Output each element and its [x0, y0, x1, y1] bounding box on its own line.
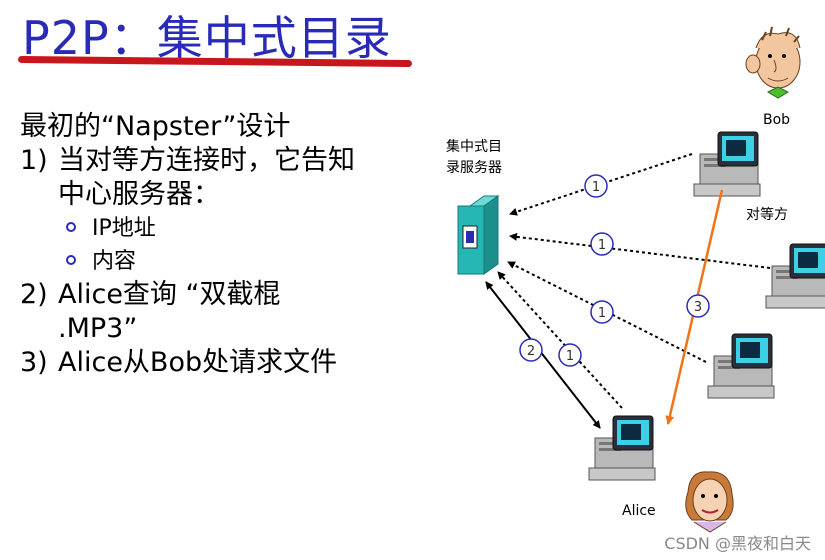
register-arrow: [509, 153, 693, 216]
watermark-text: CSDN @黑夜和白天: [664, 534, 811, 553]
register-arrow: [509, 232, 771, 269]
bullet-number: 3): [20, 347, 48, 378]
step-marker: 2: [519, 338, 543, 362]
bob-computer-icon: [693, 131, 761, 197]
bullet-item-1: 1) 当对等方连接时，它告知 中心服务器：: [20, 144, 420, 212]
peer-computer-icon: [707, 333, 775, 399]
alice-label: Alice: [622, 503, 656, 519]
directory-server-icon: [457, 195, 500, 275]
sub-bullet-text: 内容: [92, 249, 137, 274]
svg-text:2: 2: [527, 344, 535, 359]
step-marker: 3: [686, 294, 710, 318]
bullet-text: Alice查询 “双截棍: [58, 279, 281, 310]
step-marker: 1: [558, 343, 582, 367]
circle-bullet-icon: [66, 255, 76, 265]
svg-text:1: 1: [598, 238, 606, 253]
bullet-item-2: 2) Alice查询 “双截棍 .MP3”: [20, 278, 420, 346]
peer-computer-icon: [765, 243, 825, 309]
bullet-number: 2): [20, 279, 48, 310]
step-marker: 1: [584, 174, 608, 198]
bob-label: Bob: [763, 112, 790, 128]
step-marker: 1: [590, 300, 614, 324]
sub-bullet-content: 内容: [20, 245, 420, 278]
sub-bullet-ip: IP地址: [20, 212, 420, 245]
bob-avatar-icon: [745, 26, 801, 99]
circle-bullet-icon: [66, 222, 76, 232]
server-label: 集中式目: [446, 138, 502, 155]
alice-avatar-icon: [685, 471, 734, 533]
register-arrow: [497, 271, 623, 409]
step-marker: 1: [590, 232, 614, 256]
server-label: 录服务器: [446, 160, 502, 176]
bullet-text: .MP3”: [58, 313, 138, 344]
peers-label: 对等方: [746, 206, 788, 223]
sub-bullet-text: IP地址: [92, 216, 156, 241]
bullet-text: 中心服务器：: [58, 179, 220, 210]
bullet-text: Alice从Bob处请求文件: [58, 347, 338, 378]
svg-text:3: 3: [694, 300, 702, 315]
intro-text: 最初的“Napster”设计: [20, 111, 291, 142]
bullet-list: 最初的“Napster”设计 1) 当对等方连接时，它告知 中心服务器： IP地…: [20, 110, 420, 380]
bullet-number: 1): [20, 145, 48, 176]
bullet-text: 当对等方连接时，它告知: [58, 145, 355, 176]
svg-text:1: 1: [566, 349, 574, 364]
bullet-item-3: 3) Alice从Bob处请求文件: [20, 346, 420, 380]
svg-text:1: 1: [592, 180, 600, 195]
svg-text:1: 1: [598, 306, 606, 321]
query-arrow: [485, 281, 601, 429]
